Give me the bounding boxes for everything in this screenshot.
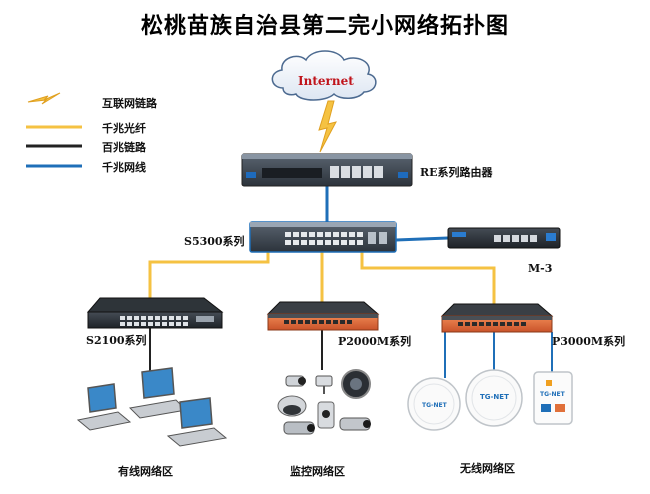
- legend-label-hundred: 百兆链路: [102, 141, 146, 154]
- ap-brand-label: TG-NET: [480, 393, 509, 401]
- cctv-camera-icon: [315, 375, 333, 394]
- dome-camera-icon: [277, 395, 307, 417]
- s2100-label: S2100系列: [86, 334, 147, 347]
- core-switch-device: [249, 221, 397, 253]
- legend-label-fiber: 千兆光纤: [102, 122, 146, 135]
- legend-label-gigabit: 千兆网线: [102, 161, 146, 174]
- m3-label: M-3: [528, 262, 553, 275]
- router-device: [241, 153, 413, 187]
- p2000m-label: P2000M系列: [338, 335, 412, 348]
- zone-wireless-label: 无线网络区: [460, 462, 515, 475]
- legend: [26, 92, 82, 168]
- internet-cloud: [271, 50, 377, 101]
- panel-ap-icon: [533, 371, 573, 425]
- zone-wired-label: 有线网络区: [118, 465, 173, 478]
- laptop-icon: [76, 383, 132, 431]
- cctv-camera-icon: [285, 375, 306, 387]
- laptop-icon: [128, 367, 188, 419]
- ptz-camera-icon: [317, 401, 335, 429]
- laptop-icon: [166, 397, 228, 447]
- m3-device: [447, 227, 561, 249]
- cctv-camera-icon: [283, 421, 315, 435]
- ceiling-ap-icon: [465, 369, 523, 427]
- cloud-label: Internet: [298, 74, 354, 88]
- router-label: RE系列路由器: [420, 166, 493, 179]
- ap-brand-label: TG-NET: [540, 391, 565, 398]
- dome-camera-icon: [341, 369, 371, 399]
- ap-brand-label: TG-NET: [422, 402, 447, 409]
- zone-monitoring-label: 监控网络区: [290, 465, 345, 478]
- internet-link-lightning: [318, 100, 337, 153]
- p2000m-switch-device: [266, 301, 380, 331]
- links: [148, 100, 553, 378]
- ceiling-ap-icon: [407, 377, 461, 431]
- p3000m-switch-device: [440, 303, 554, 333]
- core-switch-label: S5300系列: [184, 235, 245, 248]
- legend-label-internet: 互联网链路: [102, 97, 157, 110]
- diagram-title: 松桃苗族自治县第二完小网络拓扑图: [140, 13, 509, 39]
- s2100-switch-device: [86, 297, 224, 329]
- lightning-icon: [27, 92, 61, 105]
- p3000m-label: P3000M系列: [552, 335, 626, 348]
- cctv-camera-icon: [339, 417, 371, 431]
